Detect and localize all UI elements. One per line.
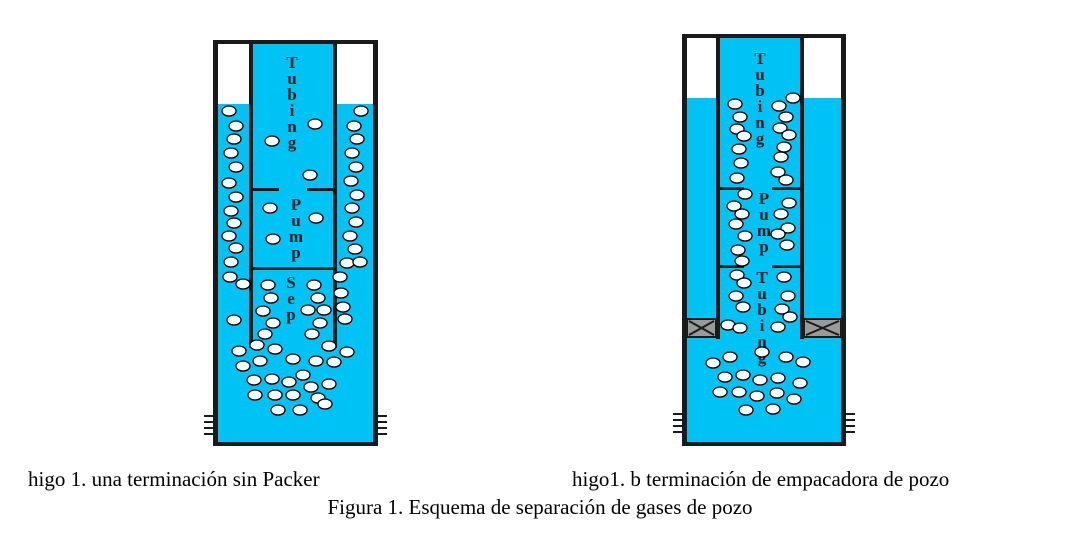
tubing-fluid [252,44,334,194]
pump-top-left [249,188,279,191]
annulus-gas-left [218,44,250,104]
pump-mid [249,267,337,270]
flange-left [673,413,687,433]
flange-right [841,413,855,433]
annulus-gas-right [336,44,373,104]
casing-wall-right [373,40,378,446]
pump-bottom-right [772,265,804,268]
casing-wall-right [841,34,846,446]
pump-top-right [772,187,804,190]
caption-con-packer: higo1. b terminación de empacadora de po… [572,467,950,491]
caption-sin-packer: higo 1. una terminación sin Packer [28,467,320,491]
tubing-wall-left [249,40,253,190]
bubbles-left [221,105,369,416]
figure-caption: Figura 1. Esquema de separación de gases… [327,495,753,519]
packer-right [803,318,842,338]
annulus-gas-right [803,38,841,98]
annulus-gas-left [687,38,717,98]
packer-left [686,318,717,338]
casing-top [213,40,378,44]
annulus-fluid-left [687,98,717,319]
annulus-fluid-right [803,98,841,319]
casing-bottom [682,442,846,446]
flange-left [204,415,218,435]
tubing-wall-right [800,34,804,339]
pump-top-right [307,188,337,191]
pump-top-left [716,187,744,190]
tubing-wall-right [333,40,337,190]
tubing-wall-left [716,34,720,339]
casing-wall-left [213,40,218,446]
casing-top [682,34,846,38]
casing-bottom [213,442,378,446]
flange-right [373,415,387,435]
bubbles-right [705,92,811,416]
pump-bottom-left [716,265,744,268]
casing-wall-left [682,34,687,446]
